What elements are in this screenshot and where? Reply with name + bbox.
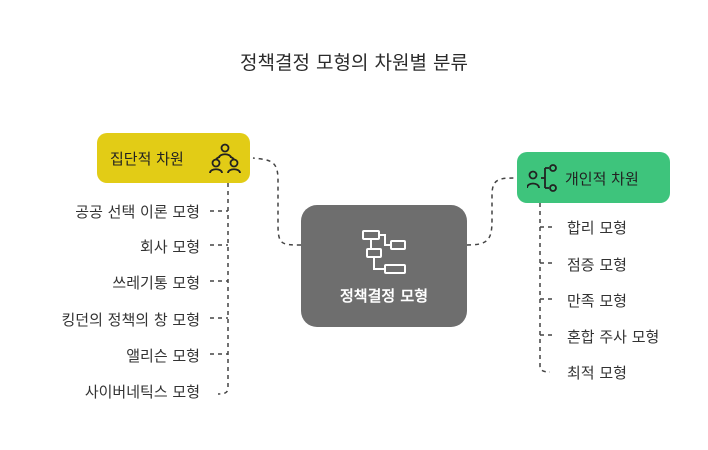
left-item-6: 사이버네틱스 모형 xyxy=(84,383,200,401)
flowchart-icon xyxy=(362,230,406,274)
left-item-2: 회사 모형 xyxy=(140,238,200,256)
left-item-1: 공공 선택 이론 모형 xyxy=(75,203,200,221)
right-item-5: 최적 모형 xyxy=(567,364,627,382)
connector-center-left xyxy=(252,157,302,246)
connector-center-right xyxy=(466,177,518,246)
right-item-4: 혼합 주사 모형 xyxy=(567,328,660,346)
group-label-individual: 개인적 차원 xyxy=(565,170,639,188)
center-node: 정책결정 모형 xyxy=(301,205,467,327)
right-item-2: 점증 모형 xyxy=(567,256,627,274)
group-node-individual: 개인적 차원 xyxy=(517,152,670,203)
left-item-5: 앨리슨 모형 xyxy=(126,347,200,365)
center-label: 정책결정 모형 xyxy=(339,287,429,305)
left-item-3: 쓰레기통 모형 xyxy=(112,274,200,292)
group-people-icon xyxy=(209,143,241,174)
connector-right-spine xyxy=(539,203,551,373)
person-decision-icon xyxy=(527,164,557,192)
left-item-4: 킹던의 정책의 창 모형 xyxy=(61,311,200,329)
group-label-collective: 집단적 차원 xyxy=(110,150,184,168)
diagram-title: 정책결정 모형의 차원별 분류 xyxy=(240,52,468,74)
right-item-3: 만족 모형 xyxy=(567,292,627,310)
group-node-collective: 집단적 차원 xyxy=(97,133,250,183)
connector-left-spine xyxy=(217,183,229,395)
right-item-1: 합리 모형 xyxy=(567,219,627,237)
